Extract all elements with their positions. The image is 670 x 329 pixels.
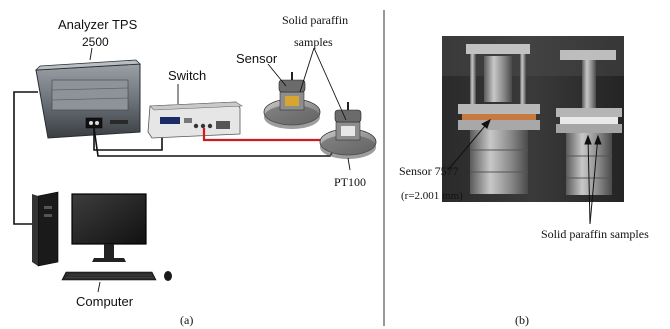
samples-label-line1: Solid paraffin — [282, 13, 349, 27]
switch-device — [147, 101, 243, 139]
photo-sensor-label-line1: Sensor 7577 — [399, 164, 459, 178]
leader-lines-left — [89, 47, 351, 171]
computer-monitor — [71, 193, 147, 262]
panel-b-caption: (b) — [515, 313, 529, 327]
computer-mouse — [164, 271, 172, 281]
sample-holder-pt100 — [319, 102, 377, 159]
computer-tower — [32, 191, 59, 267]
photo-samples-label: Solid paraffin samples — [541, 227, 649, 241]
computer-label: Computer — [76, 294, 134, 309]
photo-assembly-left — [458, 44, 540, 194]
pt100-label: PT100 — [334, 175, 367, 189]
samples-label-line2: samples — [294, 35, 333, 49]
sensor-label: Sensor — [236, 51, 278, 66]
switch-label: Switch — [168, 68, 207, 83]
photo-sensor-label-line2: (r=2.001 mm) — [401, 190, 463, 202]
analyzer-label-line1: Analyzer TPS — [58, 17, 138, 32]
sensor-photograph — [442, 36, 624, 202]
computer-keyboard — [61, 271, 157, 281]
sample-holder-sensor — [263, 72, 321, 129]
analyzer-tps-device — [34, 59, 141, 139]
panel-a-caption: (a) — [180, 313, 194, 327]
computer-leader — [97, 281, 101, 293]
leader-arrows-right — [447, 118, 602, 225]
cable-analyzer-computer — [13, 91, 38, 225]
analyzer-label-line2: 2500 — [82, 35, 109, 49]
